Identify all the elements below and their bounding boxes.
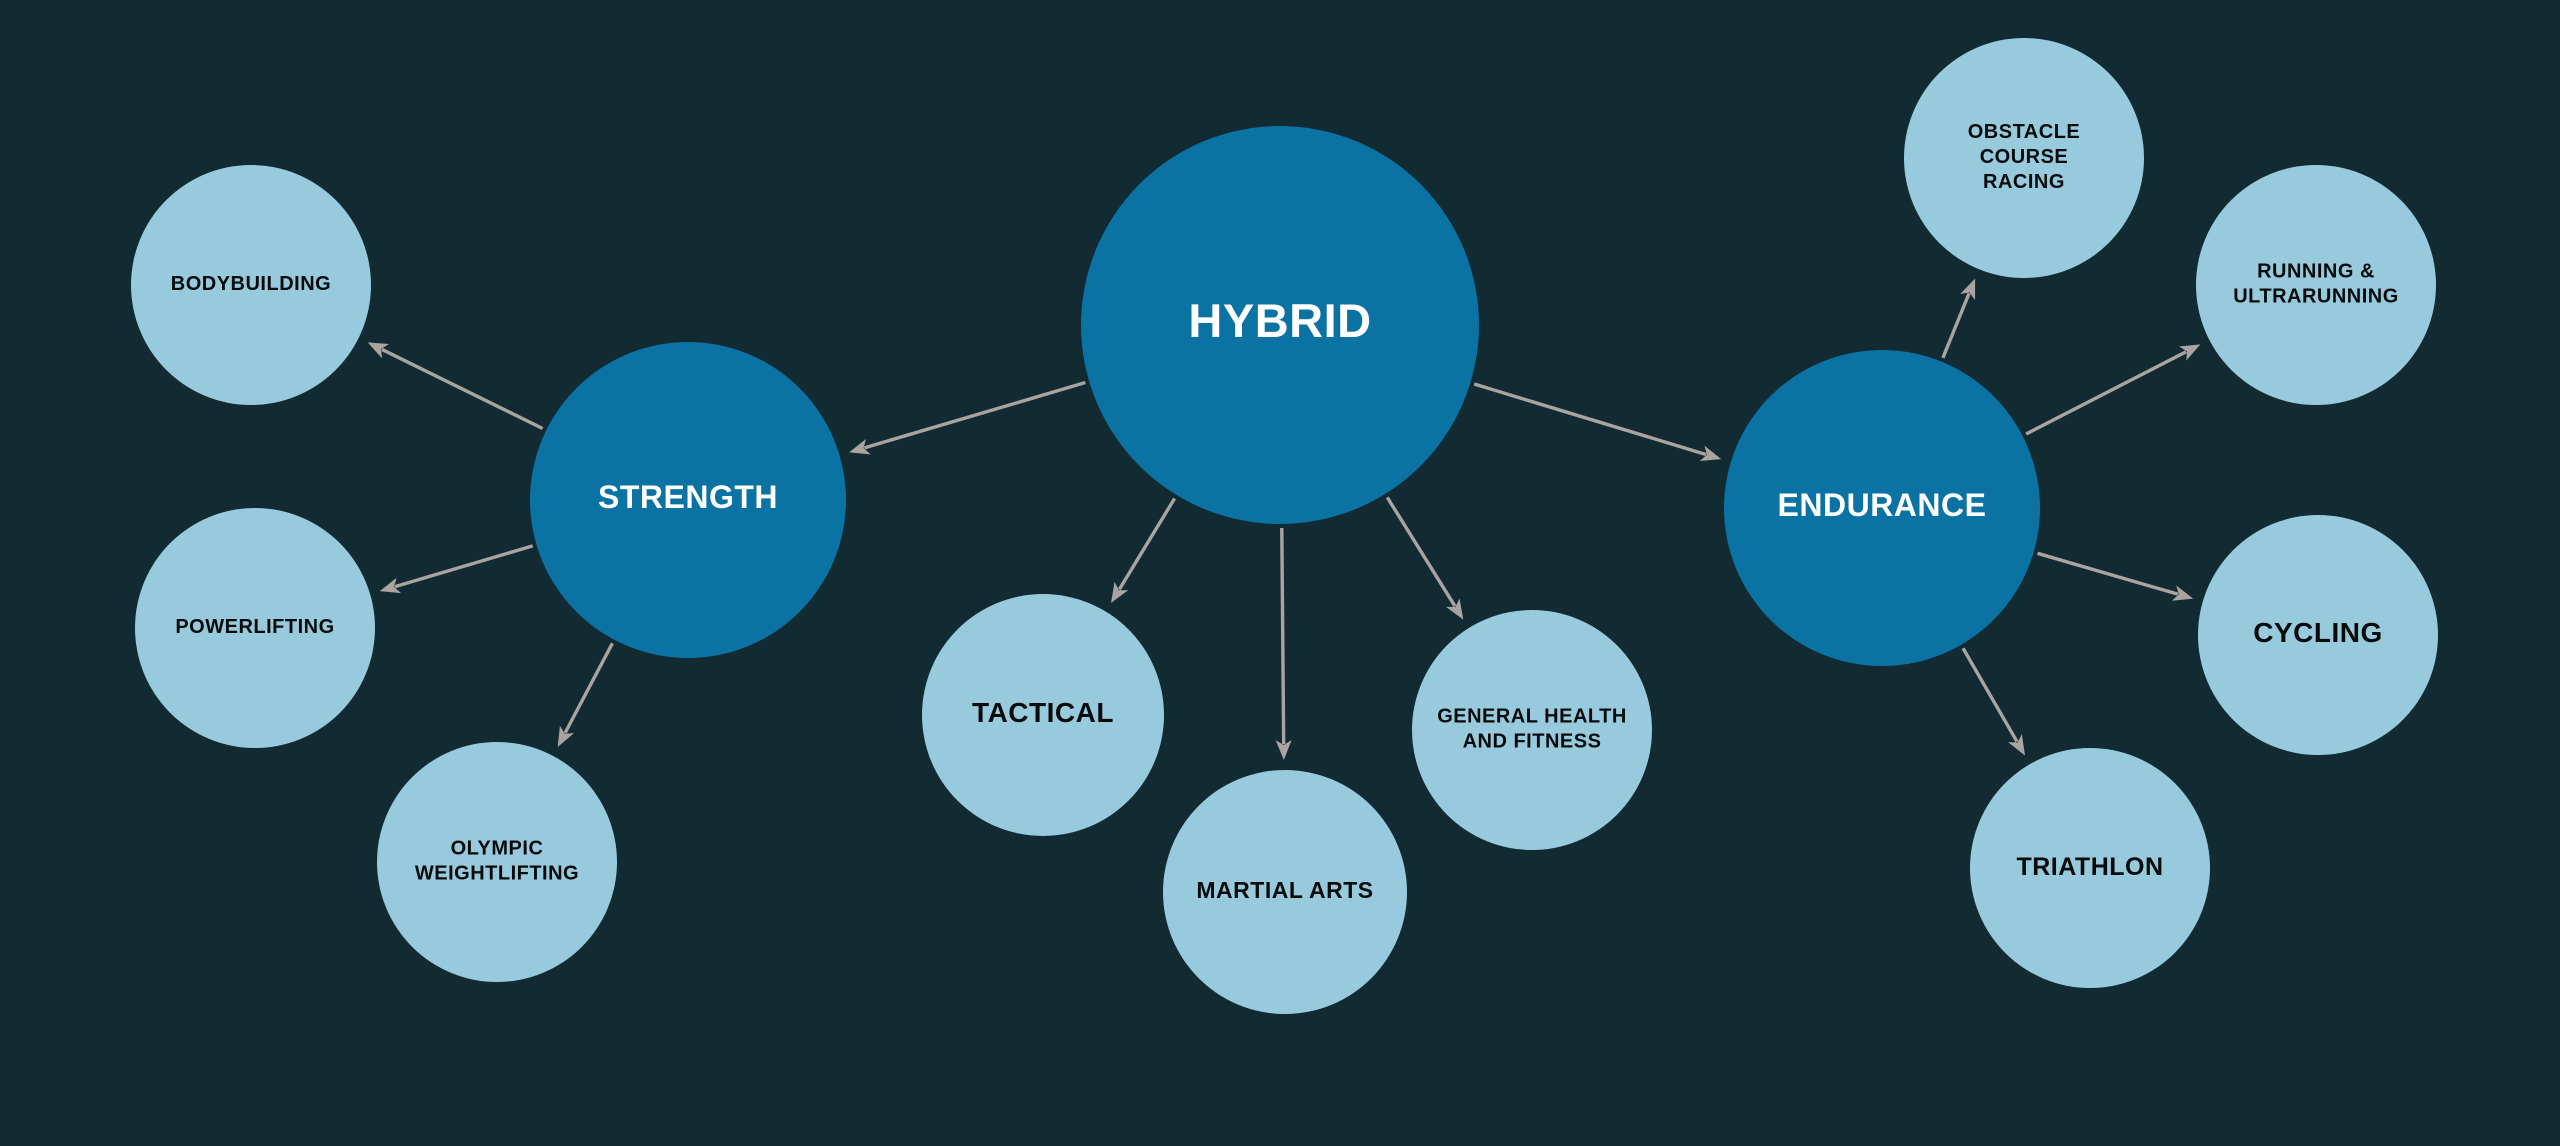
node-bodybuilding[interactable]: BODYBUILDING [131, 165, 371, 405]
edge-endurance-running-and-ultrarunning [2025, 344, 2201, 436]
arrowhead-icon [557, 725, 575, 748]
node-circle-bodybuilding[interactable] [131, 165, 371, 405]
edge-strength-powerlifting [379, 544, 534, 594]
node-tactical[interactable]: TACTICAL [922, 594, 1164, 836]
arrowhead-icon [2171, 585, 2194, 601]
node-label-endurance: ENDURANCE [1778, 487, 1987, 523]
node-circle-cycling[interactable] [2198, 515, 2438, 755]
arrowhead-icon [1275, 739, 1292, 761]
edge-hybrid-strength [849, 380, 1086, 455]
node-label-olympic-weightlifting: OLYMPIC WEIGHTLIFTING [415, 838, 579, 885]
node-label-line: RACING [1983, 171, 2065, 193]
node-label-hybrid: HYBRID [1188, 294, 1371, 347]
node-running-and-ultrarunning[interactable]: RUNNING & ULTRARUNNING [2196, 165, 2436, 405]
node-label-line: POWERLIFTING [175, 616, 334, 638]
node-label-general-health-and-fitness: GENERAL HEALTH AND FITNESS [1437, 706, 1627, 753]
node-circle-hybrid[interactable] [1081, 126, 1479, 524]
node-label-line: GENERAL HEALTH [1437, 706, 1627, 728]
node-label-line: COURSE [1980, 146, 2069, 168]
node-label-running-and-ultrarunning: RUNNING & ULTRARUNNING [2233, 261, 2399, 308]
node-label-cycling: CYCLING [2253, 617, 2383, 648]
arrowhead-icon [2008, 734, 2025, 756]
node-endurance[interactable]: ENDURANCE [1724, 350, 2040, 666]
node-label-powerlifting: POWERLIFTING [175, 616, 334, 638]
edge-endurance-cycling [2037, 551, 2194, 601]
arrowhead-icon [367, 342, 390, 359]
node-general-health-and-fitness[interactable]: GENERAL HEALTH AND FITNESS [1412, 610, 1652, 850]
node-strength[interactable]: STRENGTH [530, 342, 846, 658]
edge-line [863, 380, 1086, 450]
edge-strength-olympic-weightlifting [557, 642, 614, 748]
node-label-bodybuilding: BODYBUILDING [171, 273, 331, 295]
node-label-line: AND FITNESS [1463, 731, 1602, 753]
node-obstacle-course-racing[interactable]: OBSTACLE COURSE RACING [1904, 38, 2144, 278]
node-circle-endurance[interactable] [1724, 350, 2040, 666]
arrowhead-icon [1960, 278, 1976, 300]
edge-line [2037, 551, 2179, 596]
node-circle-running-and-ultrarunning[interactable] [2196, 165, 2436, 405]
edge-line [1473, 382, 1707, 457]
node-hybrid[interactable]: HYBRID [1081, 126, 1479, 524]
node-martial-arts[interactable]: MARTIAL ARTS [1163, 770, 1407, 1014]
arrowhead-icon [1445, 598, 1464, 620]
node-label-line: TRIATHLON [2016, 853, 2163, 881]
node-label-line: MARTIAL ARTS [1196, 877, 1373, 903]
node-label-martial-arts: MARTIAL ARTS [1196, 877, 1373, 903]
node-circle-triathlon[interactable] [1970, 748, 2210, 988]
node-circle-general-health-and-fitness[interactable] [1412, 610, 1652, 850]
arrowhead-icon [1111, 581, 1129, 604]
edge-strength-bodybuilding [367, 342, 544, 431]
node-label-line: WEIGHTLIFTING [415, 863, 579, 885]
node-label-line: TACTICAL [972, 697, 1114, 728]
node-circle-powerlifting[interactable] [135, 508, 375, 748]
node-label-line: OBSTACLE [1968, 121, 2081, 143]
node-olympic-weightlifting[interactable]: OLYMPIC WEIGHTLIFTING [377, 742, 617, 982]
node-label-strength: STRENGTH [598, 479, 778, 515]
node-circle-strength[interactable] [530, 342, 846, 658]
arrowhead-icon [2178, 344, 2201, 361]
node-label-line: RUNNING & [2257, 261, 2375, 283]
node-powerlifting[interactable]: POWERLIFTING [135, 508, 375, 748]
arrowhead-icon [379, 577, 402, 594]
node-label-line: ENDURANCE [1778, 487, 1987, 523]
node-label-line: HYBRID [1188, 294, 1371, 347]
arrowhead-icon [849, 439, 871, 455]
node-label-line: BODYBUILDING [171, 273, 331, 295]
arrowhead-icon [1699, 445, 1722, 461]
node-label-line: CYCLING [2253, 617, 2383, 648]
nodes-layer: HYBRID STRENGTH ENDURANCE BODYBUILDING POWER… [131, 38, 2438, 1014]
node-label-line: STRENGTH [598, 479, 778, 515]
edge-hybrid-martial-arts [1275, 527, 1292, 761]
edges-layer [367, 278, 2201, 761]
edge-line [2025, 350, 2187, 436]
edge-hybrid-general-health-and-fitness [1385, 496, 1464, 620]
node-circle-tactical[interactable] [922, 594, 1164, 836]
node-circle-martial-arts[interactable] [1163, 770, 1407, 1014]
node-circle-olympic-weightlifting[interactable] [377, 742, 617, 982]
node-label-line: ULTRARUNNING [2233, 286, 2399, 308]
node-cycling[interactable]: CYCLING [2198, 515, 2438, 755]
edge-line [1280, 527, 1286, 745]
node-label-tactical: TACTICAL [972, 697, 1114, 728]
node-label-triathlon: TRIATHLON [2016, 853, 2163, 881]
edge-hybrid-tactical [1111, 497, 1177, 604]
edge-line [381, 347, 544, 431]
edge-line [394, 544, 534, 589]
node-label-line: OLYMPIC [451, 838, 544, 860]
edge-line [1117, 497, 1177, 591]
edge-line [1961, 647, 2019, 743]
edge-line [1941, 292, 1971, 359]
edge-line [1385, 496, 1457, 607]
node-triathlon[interactable]: TRIATHLON [1970, 748, 2210, 988]
node-label-obstacle-course-racing: OBSTACLE COURSE RACING [1968, 121, 2081, 193]
edge-endurance-triathlon [1961, 647, 2025, 756]
edge-endurance-obstacle-course-racing [1941, 278, 1976, 359]
edge-hybrid-endurance [1473, 382, 1722, 461]
node-circle-obstacle-course-racing[interactable] [1904, 38, 2144, 278]
edge-line [563, 642, 614, 734]
